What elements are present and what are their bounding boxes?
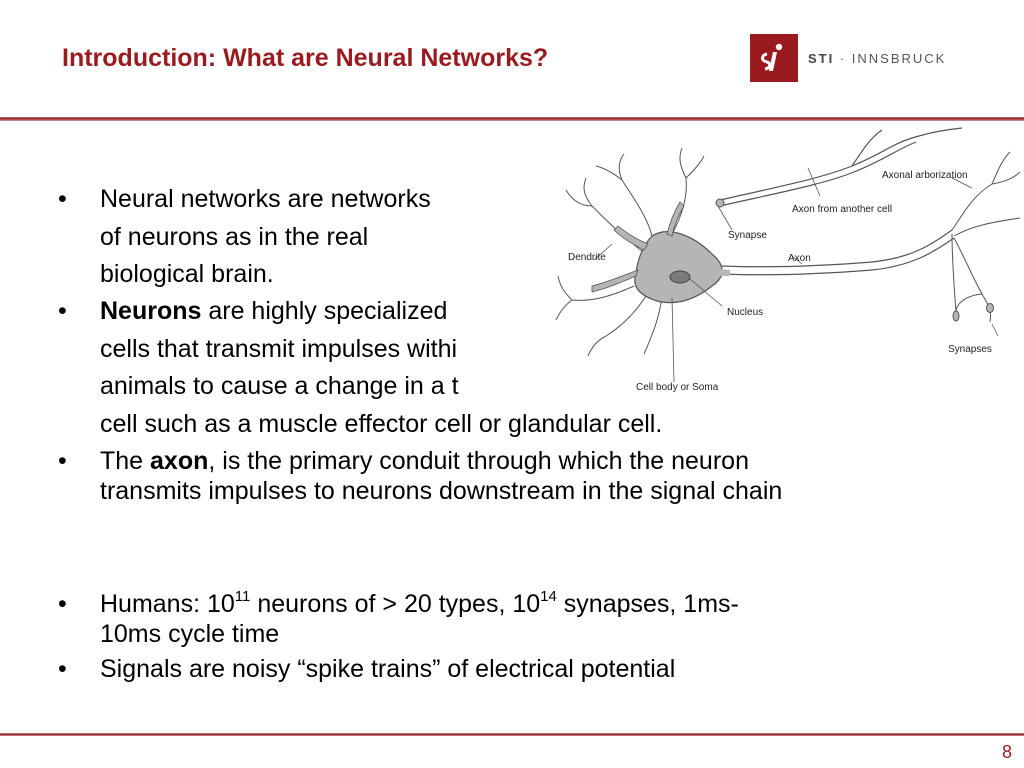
header-divider <box>0 117 1024 121</box>
bullet-marker: • <box>58 655 67 683</box>
bullet-text: transmits impulses to neurons downstream… <box>100 477 783 505</box>
bullet-text: Humans: 10 <box>100 590 235 618</box>
bullet-text: synapses, 1ms- <box>556 590 739 618</box>
label-axon: Axon <box>788 253 811 264</box>
bullet-bold-term: Neurons <box>100 297 202 325</box>
sti-logo-mark-icon <box>750 34 798 82</box>
bullet-text: biological brain. <box>100 260 274 288</box>
slide-title: Introduction: What are Neural Networks? <box>62 44 549 72</box>
label-synapse: Synapse <box>728 230 767 241</box>
logo-text-innsbruck: · INNSBRUCK <box>834 50 947 66</box>
axon-from-another-cell <box>719 127 963 207</box>
label-nucleus: Nucleus <box>727 307 763 318</box>
bullet-text: neurons of > 20 types, 10 <box>250 590 541 618</box>
label-synapses: Synapses <box>948 344 992 355</box>
label-leaders <box>593 167 999 383</box>
synapse-bulb-icon <box>715 198 725 208</box>
bullet-text: , is the primary conduit through which t… <box>208 447 749 475</box>
logo-text-sti: STI <box>808 50 835 66</box>
axon <box>721 229 955 276</box>
label-cell-body: Cell body or Soma <box>636 382 719 393</box>
bullet-marker: • <box>58 297 67 325</box>
bullet-text: Signals are noisy “spike trains” of elec… <box>100 655 676 683</box>
bullet-text: cell such as a muscle effector cell or g… <box>100 409 663 438</box>
bullet-text: animals to cause a change in a t <box>100 372 459 400</box>
bullet-text: Neural networks are networks <box>100 185 431 213</box>
bullet-text: The <box>100 447 151 475</box>
label-dendrite: Dendrite <box>568 252 606 263</box>
sti-innsbruck-logo: STI · INNSBRUCK <box>750 34 946 82</box>
page-number: 8 <box>1001 742 1012 762</box>
bullet-text: of neurons as in the real <box>100 222 369 251</box>
bullet-marker: • <box>58 590 67 618</box>
synapse-end-icon <box>952 310 960 322</box>
bullet-text: 10ms cycle time <box>100 620 280 648</box>
bullet-text: are highly specialized <box>201 297 448 325</box>
synapse-end-icon <box>986 303 994 313</box>
exponent: 11 <box>234 587 251 605</box>
label-axon-from-another-cell: Axon from another cell <box>792 204 892 215</box>
footer-divider <box>0 733 1024 736</box>
nucleus <box>669 270 691 284</box>
label-axonal-arborization: Axonal arborization <box>882 170 968 181</box>
bullet-marker: • <box>58 447 67 475</box>
exponent: 14 <box>540 587 557 605</box>
bullet-marker: • <box>58 185 67 213</box>
logo-text: STI · INNSBRUCK <box>808 51 946 66</box>
neuron-diagram: Axonal arborization Axon from another ce… <box>552 126 1022 398</box>
bullet-bold-term: axon <box>150 447 209 475</box>
bullet-text: cells that transmit impulses withi <box>100 334 458 363</box>
